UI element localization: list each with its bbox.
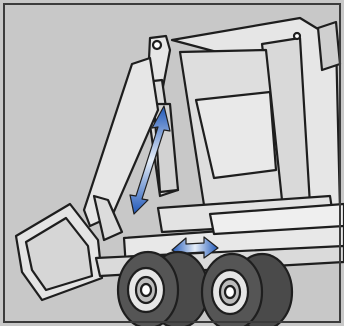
front-wheel [118,252,208,326]
rear-wheel [202,254,292,326]
